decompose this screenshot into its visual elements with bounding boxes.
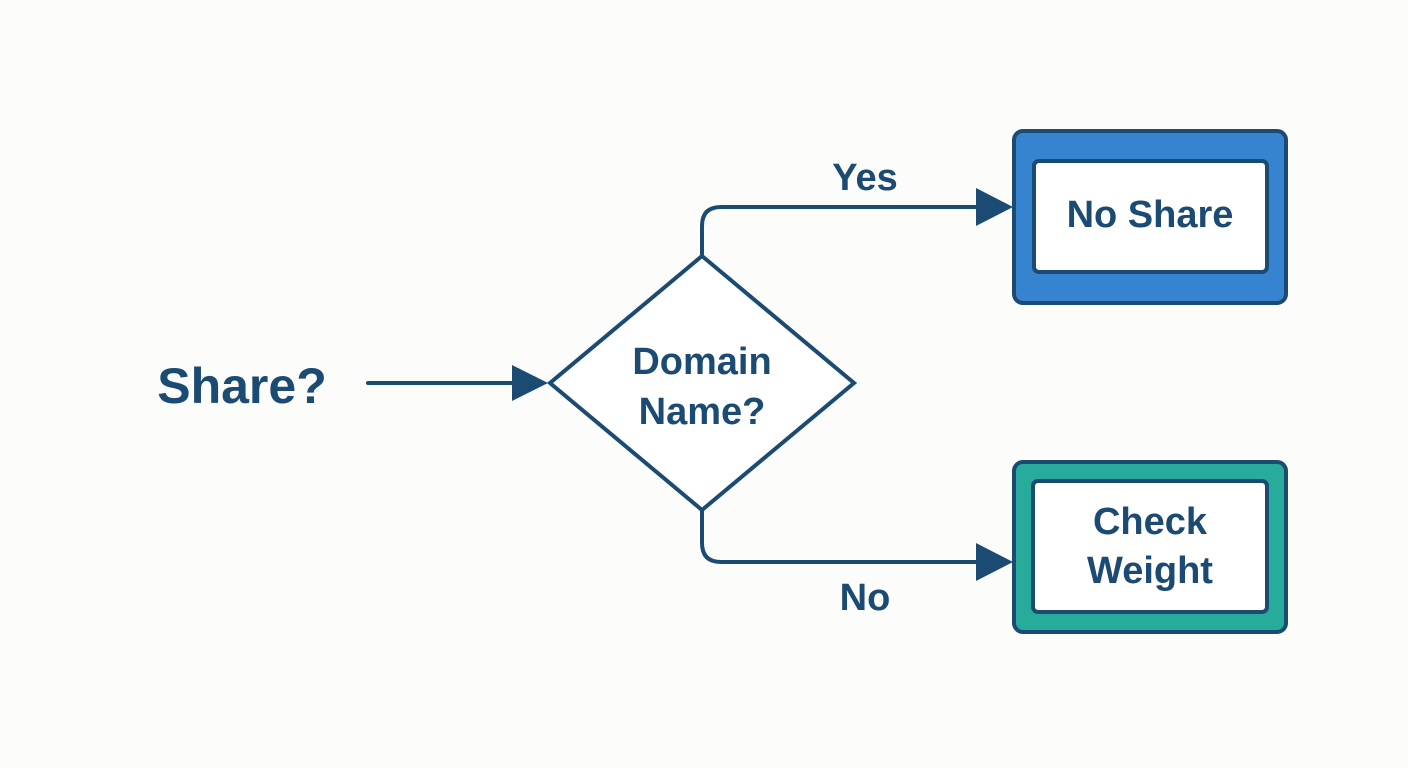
yes-label: Yes <box>832 157 898 199</box>
arrow-no-branch <box>700 508 1013 581</box>
no-share-label: No Share <box>1067 194 1234 236</box>
decision-diamond <box>546 253 858 513</box>
decision-label-line1: Domain <box>632 341 771 383</box>
arrow-yes-branch <box>700 188 1013 258</box>
decision-label-line2: Name? <box>639 391 766 433</box>
outcome-box-check-weight: Check Weight <box>1012 460 1288 634</box>
arrow-start-to-decision <box>366 365 548 401</box>
no-label: No <box>840 577 891 619</box>
start-label: Share? <box>157 358 327 414</box>
check-weight-label-line1: Check <box>1093 501 1208 543</box>
check-weight-label-line2: Weight <box>1087 550 1213 592</box>
outcome-box-no-share: No Share <box>1012 129 1288 305</box>
